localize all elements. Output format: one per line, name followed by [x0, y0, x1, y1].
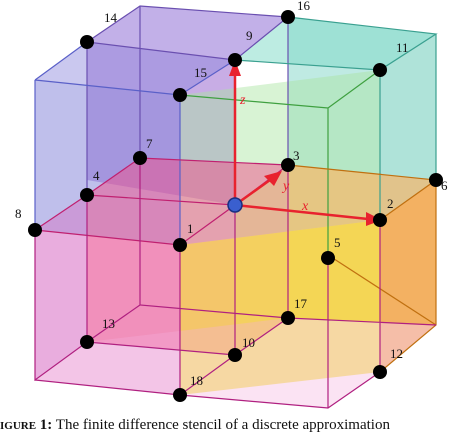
bottom-floor: [35, 318, 436, 408]
node-label-13: 13: [102, 316, 115, 331]
node-label-14: 14: [104, 10, 118, 25]
node-label-18: 18: [190, 373, 203, 388]
node-12: [373, 365, 387, 379]
node-13: [80, 335, 94, 349]
figure-caption: igure 1: The finite difference stencil o…: [0, 417, 474, 440]
top-front-left-block: [35, 42, 235, 95]
node-14: [80, 35, 94, 49]
node-6: [429, 173, 443, 187]
node-8: [28, 223, 42, 237]
node-16: [281, 10, 295, 24]
y-axis-label: y: [281, 179, 290, 194]
node-label-6: 6: [441, 178, 448, 193]
node-label-2: 2: [387, 196, 394, 211]
node-label-8: 8: [15, 206, 22, 221]
node-label-9: 9: [246, 28, 253, 43]
node-label-10: 10: [242, 335, 255, 350]
node-1: [173, 238, 187, 252]
axes: [229, 60, 382, 226]
center-node: [227, 197, 243, 213]
node-17: [281, 311, 295, 325]
x-axis-label: x: [301, 199, 309, 214]
node-label-15: 15: [194, 65, 207, 80]
node-7: [133, 151, 147, 165]
caption-lead: igure 1:: [0, 417, 53, 433]
node-11: [373, 63, 387, 77]
caption-text: The finite difference stencil of a discr…: [55, 417, 390, 433]
stencil-figure: z x y 1 2 3 4 5 6 7 8 9 10 11 12: [15, 0, 448, 409]
node-10: [228, 348, 242, 362]
stencil-nodes: [28, 10, 443, 402]
top-back-left-block: [87, 6, 288, 60]
node-18: [173, 388, 187, 402]
node-label-17: 17: [294, 296, 308, 311]
edges-top-right: [234, 16, 438, 220]
node-labels: 1 2 3 4 5 6 7 8 9 10 11 12 13 14 15 16 1…: [15, 0, 448, 388]
node-3: [281, 158, 295, 172]
node-15: [173, 88, 187, 102]
node-label-12: 12: [390, 346, 403, 361]
edges-mid: [179, 69, 381, 255]
node-label-4: 4: [93, 168, 100, 183]
node-label-16: 16: [297, 0, 311, 13]
node-4: [80, 188, 94, 202]
z-axis-label: z: [239, 93, 246, 108]
x-axis-line: [234, 203, 369, 221]
node-label-7: 7: [146, 136, 153, 151]
node-label-11: 11: [396, 40, 409, 55]
node-label-5: 5: [334, 235, 341, 250]
top-front-right-right: [380, 34, 436, 220]
node-5: [321, 251, 335, 265]
node-label-3: 3: [293, 148, 300, 163]
node-9: [228, 53, 242, 67]
node-label-1: 1: [187, 221, 194, 236]
z-axis-arrowhead: [229, 60, 241, 76]
bottom-left-block: [35, 195, 87, 380]
bottom-center-block: [87, 158, 288, 205]
node-2: [373, 213, 387, 227]
y-axis-arrowhead: [264, 171, 282, 186]
